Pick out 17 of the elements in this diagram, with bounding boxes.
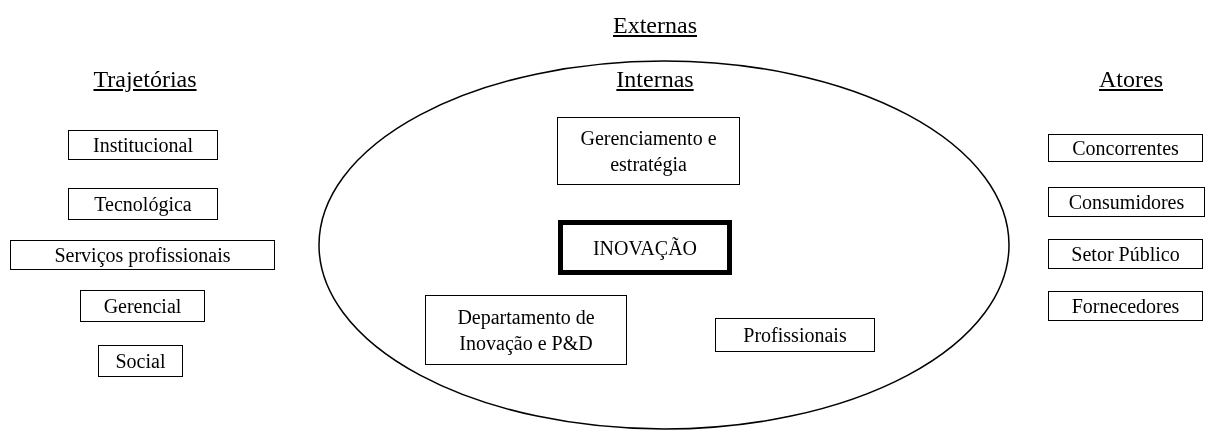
text-box: Tecnológica	[68, 188, 218, 220]
text-box: Consumidores	[1048, 187, 1205, 217]
text-box: Institucional	[68, 130, 218, 160]
text-box: Concorrentes	[1048, 134, 1203, 162]
text-box: Social	[98, 345, 183, 377]
text-box: Departamento de Inovação e P&D	[425, 295, 627, 365]
central-box: INOVAÇÃO	[558, 220, 732, 275]
text-box: Gerencial	[80, 290, 205, 322]
section-heading: Trajetórias	[93, 66, 197, 93]
text-box: Serviços profissionais	[10, 240, 275, 270]
section-heading: Externas	[613, 12, 697, 39]
text-box: Profissionais	[715, 318, 875, 352]
text-box: Fornecedores	[1048, 291, 1203, 321]
section-heading: Internas	[616, 66, 694, 93]
text-box: Setor Público	[1048, 239, 1203, 269]
section-heading: Atores	[1099, 66, 1163, 93]
text-box: Gerenciamento e estratégia	[557, 117, 740, 185]
